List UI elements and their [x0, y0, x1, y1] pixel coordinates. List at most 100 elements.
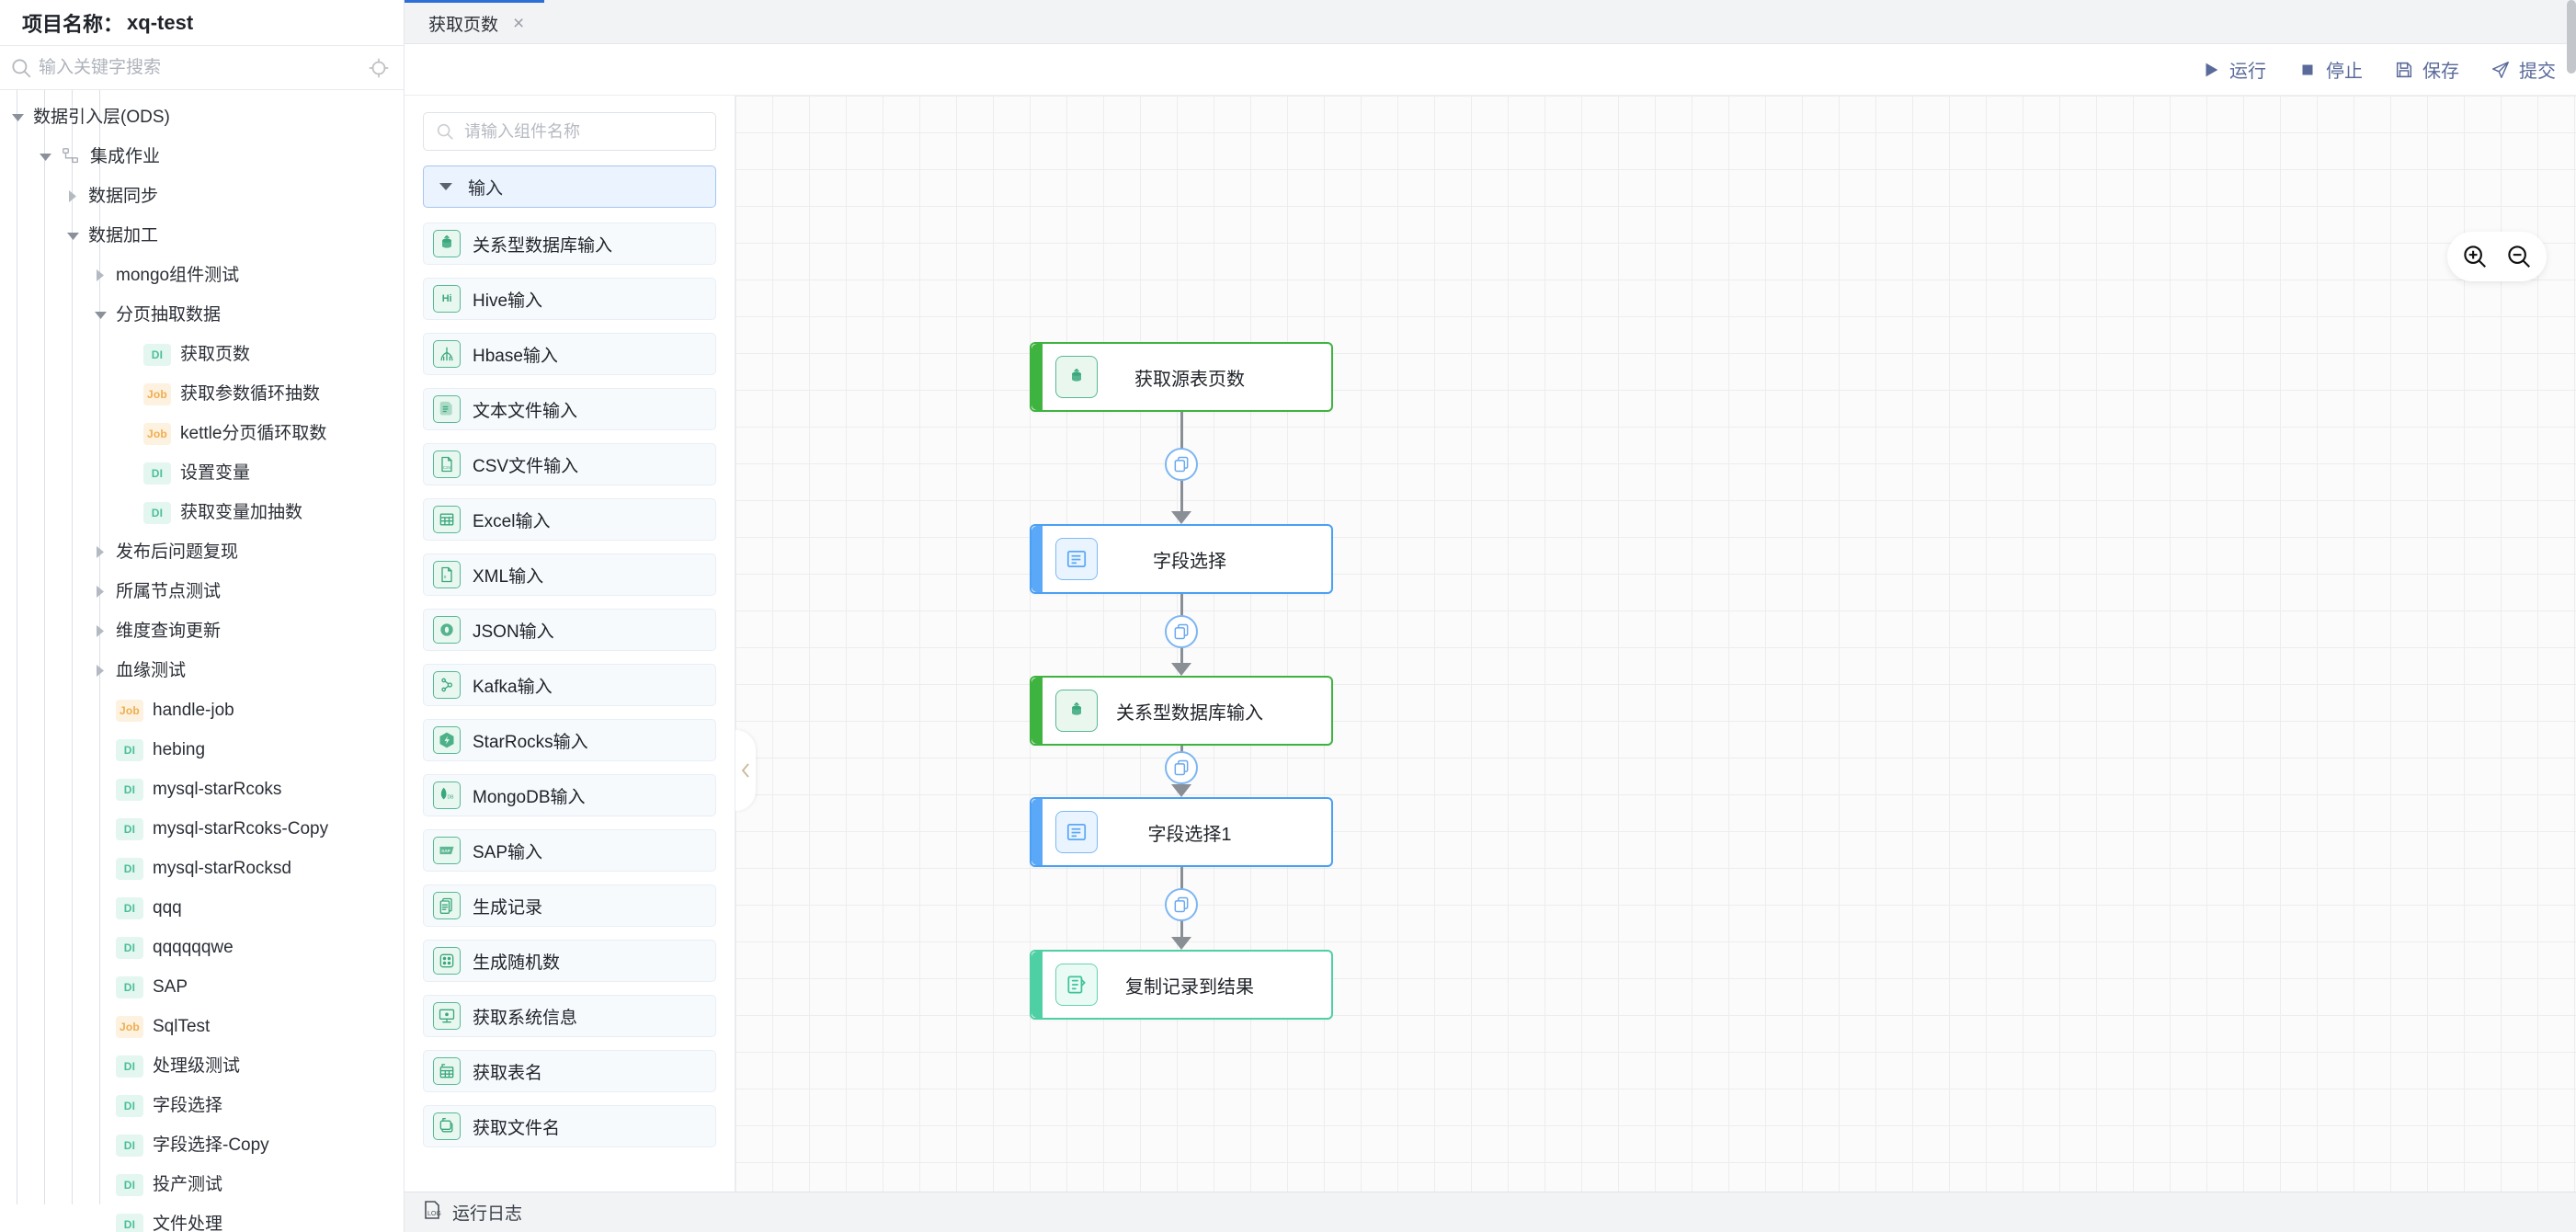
zoom-out-icon[interactable]	[2504, 242, 2534, 271]
chevron-right-icon[interactable]	[90, 622, 110, 642]
sidebar-search-input[interactable]	[33, 57, 367, 78]
tree-item[interactable]: 数据加工	[0, 216, 404, 256]
flow-node[interactable]: 获取源表页数	[1030, 342, 1333, 412]
flow-node[interactable]: 关系型数据库输入	[1030, 676, 1333, 746]
chevron-right-icon[interactable]	[90, 582, 110, 602]
di-badge: DI	[116, 975, 143, 998]
component-search-input[interactable]	[455, 121, 704, 142]
tree-item-label: kettle分页循环取数	[180, 424, 327, 443]
run-button[interactable]: 运行	[2201, 56, 2266, 83]
submit-button[interactable]: 提交	[2491, 56, 2556, 83]
tree-item[interactable]: 发布后问题复现	[0, 532, 404, 572]
node-status-bar	[1032, 952, 1043, 1018]
chevron-down-icon[interactable]	[63, 226, 83, 246]
tree-item[interactable]: 血缘测试	[0, 651, 404, 690]
di-badge: DI	[116, 1213, 143, 1232]
component-item[interactable]: JSON输入	[423, 609, 716, 651]
run-log-label[interactable]: 运行日志	[452, 1204, 523, 1224]
chevron-right-icon[interactable]	[90, 542, 110, 563]
tree-item[interactable]: 分页抽取数据	[0, 295, 404, 335]
sidebar-search-row[interactable]	[0, 46, 404, 90]
stop-button[interactable]: 停止	[2297, 56, 2363, 83]
component-item[interactable]: Excel输入	[423, 498, 716, 541]
generate-record-icon	[433, 892, 461, 919]
copy-rows-icon[interactable]	[1165, 448, 1198, 481]
tree-item[interactable]: 所属节点测试	[0, 572, 404, 611]
tab-huoqu-yeshu[interactable]: 获取页数 ×	[405, 0, 545, 43]
component-label: 生成记录	[473, 897, 543, 918]
zoom-in-icon[interactable]	[2460, 242, 2490, 271]
tree-item[interactable]: 数据同步	[0, 177, 404, 216]
chevron-right-icon[interactable]	[90, 661, 110, 681]
palette-collapse-handle[interactable]	[735, 730, 756, 811]
component-item[interactable]: 文本文件输入	[423, 388, 716, 430]
copy-rows-icon[interactable]	[1165, 751, 1198, 784]
component-item[interactable]: Hbase输入	[423, 333, 716, 375]
locate-icon[interactable]	[367, 56, 391, 80]
category-input[interactable]: 输入	[423, 165, 716, 208]
tree-item[interactable]: 集成作业	[0, 137, 404, 177]
chevron-right-icon[interactable]	[90, 266, 110, 286]
component-item[interactable]: 获取系统信息	[423, 995, 716, 1037]
node-status-bar	[1032, 799, 1043, 865]
save-button[interactable]: 保存	[2394, 56, 2459, 83]
json-icon	[433, 616, 461, 644]
di-badge: DI	[143, 501, 171, 524]
component-label: Hbase输入	[473, 346, 558, 366]
job-badge: Job	[116, 699, 143, 722]
chevron-down-icon[interactable]	[90, 305, 110, 325]
copy-record-icon	[1055, 964, 1098, 1006]
flow-node[interactable]: 字段选择	[1030, 524, 1333, 594]
flow-node[interactable]: 复制记录到结果	[1030, 950, 1333, 1020]
flow-canvas[interactable]: 获取源表页数字段选择关系型数据库输入字段选择1 复制记录到结果	[735, 96, 2576, 1192]
kafka-icon	[433, 671, 461, 699]
component-item[interactable]: Kafka输入	[423, 664, 716, 706]
tree-item[interactable]: 维度查询更新	[0, 611, 404, 651]
flow-node[interactable]: 字段选择1	[1030, 797, 1333, 867]
component-item[interactable]: 生成随机数	[423, 940, 716, 982]
component-search-row[interactable]	[423, 112, 716, 151]
component-item[interactable]: 生成记录	[423, 884, 716, 927]
tree-item[interactable]: 数据引入层(ODS)	[0, 97, 404, 137]
chevron-down-icon[interactable]	[35, 147, 55, 167]
component-item[interactable]: 获取文件名	[423, 1105, 716, 1147]
tree-item[interactable]: Job kettle分页循环取数	[0, 414, 404, 453]
component-item[interactable]: 关系型数据库输入	[423, 222, 716, 265]
component-item[interactable]: StarRocks输入	[423, 719, 716, 761]
copy-rows-icon[interactable]	[1165, 888, 1198, 921]
chevron-right-icon[interactable]	[63, 187, 83, 207]
chevron-down-icon[interactable]	[7, 108, 28, 128]
page-scrollbar[interactable]	[2567, 0, 2576, 74]
tree-item[interactable]: mongo组件测试	[0, 256, 404, 295]
copy-rows-icon[interactable]	[1165, 614, 1198, 648]
job-badge: Job	[143, 422, 171, 445]
mongodb-icon: DB	[433, 781, 461, 809]
di-badge: DI	[116, 1055, 143, 1078]
component-item[interactable]: 获取表名	[423, 1050, 716, 1092]
tab-close-icon[interactable]: ×	[513, 12, 525, 34]
